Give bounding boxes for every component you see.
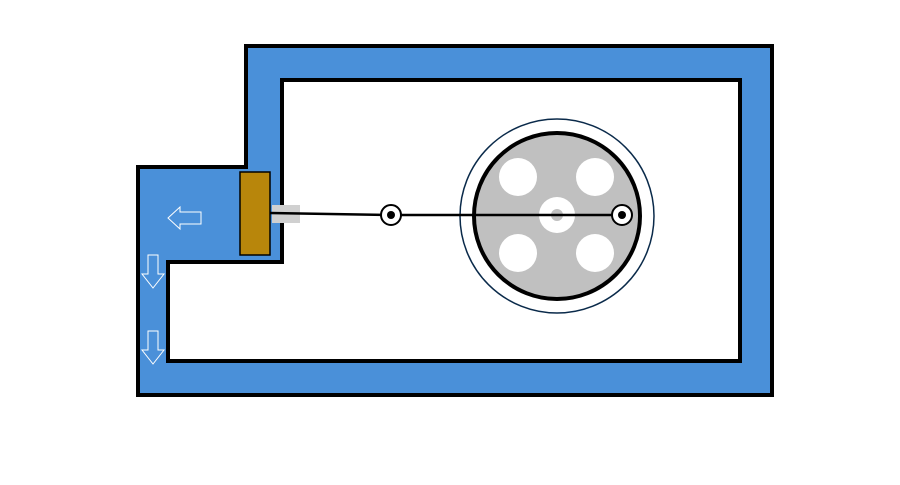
arrow-down-icon: [140, 254, 166, 289]
blue-duct-housing: [136, 44, 774, 397]
piston-rod: [269, 211, 392, 217]
arrow-left-icon: [167, 205, 202, 231]
crank-pin-center: [618, 211, 626, 219]
flywheel-hole: [576, 234, 614, 272]
piston-block: [239, 171, 271, 256]
arrow-down-icon: [140, 330, 166, 365]
flywheel-hole: [499, 158, 537, 196]
flywheel-hole: [576, 158, 614, 196]
crosshead-pivot-center: [387, 211, 395, 219]
flywheel-hole: [499, 234, 537, 272]
